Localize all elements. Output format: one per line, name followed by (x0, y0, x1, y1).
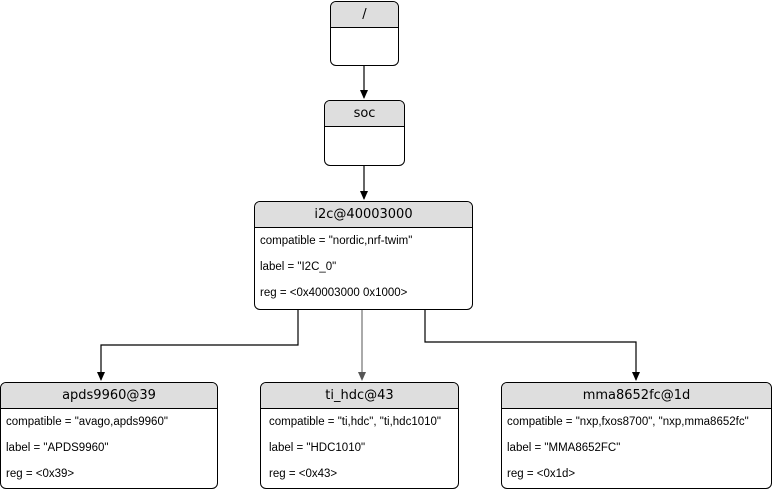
property-label: label = "APDS9960" (6, 442, 109, 454)
node-soc: soc (324, 100, 405, 166)
node-mma8652fc-properties: compatible = "nxp,fxos8700", "nxp,mma865… (502, 409, 771, 488)
edge-i2c-to-mma (424, 310, 640, 381)
node-soc-title: soc (325, 101, 404, 127)
property-label: label = "HDC1010" (269, 442, 366, 454)
property-reg: reg = <0x40003000 0x1000> (260, 287, 408, 299)
node-ti-hdc-properties: compatible = "ti,hdc", "ti,hdc1010" labe… (261, 409, 458, 488)
node-ti-hdc: ti_hdc@43 compatible = "ti,hdc", "ti,hdc… (260, 382, 459, 489)
edge-i2c-to-apds (97, 310, 299, 381)
property-compatible: compatible = "nxp,fxos8700", "nxp,mma865… (507, 416, 749, 428)
property-reg: reg = <0x1d> (507, 468, 576, 480)
property-reg: reg = <0x39> (6, 468, 75, 480)
property-label: label = "I2C_0" (260, 261, 337, 273)
property-compatible: compatible = "ti,hdc", "ti,hdc1010" (269, 416, 441, 428)
node-root: / (330, 1, 399, 66)
node-apds9960-title: apds9960@39 (1, 383, 217, 409)
node-root-title: / (331, 2, 398, 28)
node-apds9960: apds9960@39 compatible = "avago,apds9960… (0, 382, 218, 489)
property-compatible: compatible = "nordic,nrf-twim" (260, 235, 413, 247)
node-mma8652fc-title: mma8652fc@1d (502, 383, 771, 409)
property-label: label = "MMA8652FC" (507, 442, 621, 454)
node-i2c-properties: compatible = "nordic,nrf-twim" label = "… (255, 228, 472, 309)
node-ti-hdc-title: ti_hdc@43 (261, 383, 458, 409)
node-i2c: i2c@40003000 compatible = "nordic,nrf-tw… (254, 201, 473, 310)
node-i2c-title: i2c@40003000 (255, 202, 472, 228)
node-mma8652fc: mma8652fc@1d compatible = "nxp,fxos8700"… (501, 382, 772, 489)
property-reg: reg = <0x43> (269, 468, 338, 480)
node-apds9960-properties: compatible = "avago,apds9960" label = "A… (1, 409, 217, 488)
property-compatible: compatible = "avago,apds9960" (6, 416, 168, 428)
